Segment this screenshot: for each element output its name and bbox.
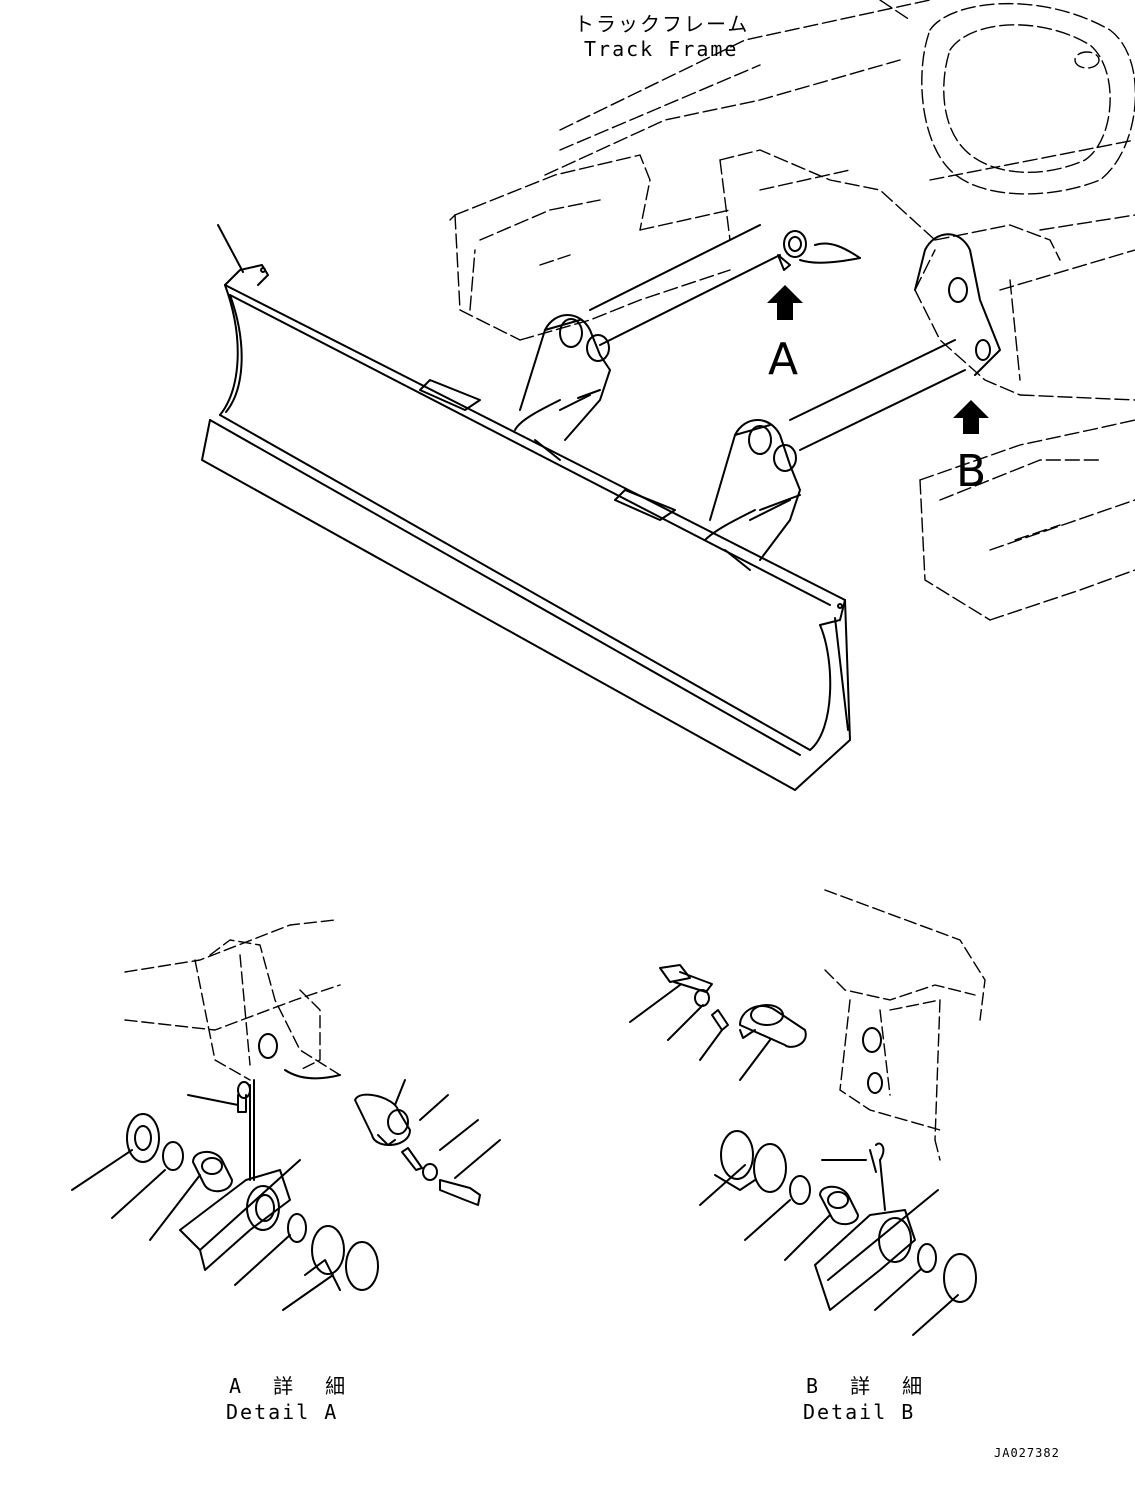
cross-beam [589,224,966,451]
arrow-label-b: B [956,446,987,497]
arrow-b [953,400,989,434]
track-frame-label-ja: トラックフレーム [574,12,750,36]
blade-bracket [514,314,801,571]
detail-b-title-ja: B 詳 細 [806,1374,933,1398]
arrow-label-a: A [768,334,799,385]
dozer-blade [201,264,851,791]
detail-a-title-ja: A 詳 細 [229,1374,356,1398]
detail-b-title-en: Detail B [803,1400,916,1424]
detail-b-view [629,889,986,1336]
leader-line [217,224,244,273]
drawing-code: JA027382 [994,1446,1060,1460]
pin-location-a [777,230,861,271]
track-frame-label-en: Track Frame [584,37,739,61]
arrow-a [767,285,803,320]
detail-a-title-en: Detail A [226,1400,339,1424]
pin-location-b [914,233,1001,376]
detail-a-view [71,919,501,1311]
track-frame [449,0,1135,621]
